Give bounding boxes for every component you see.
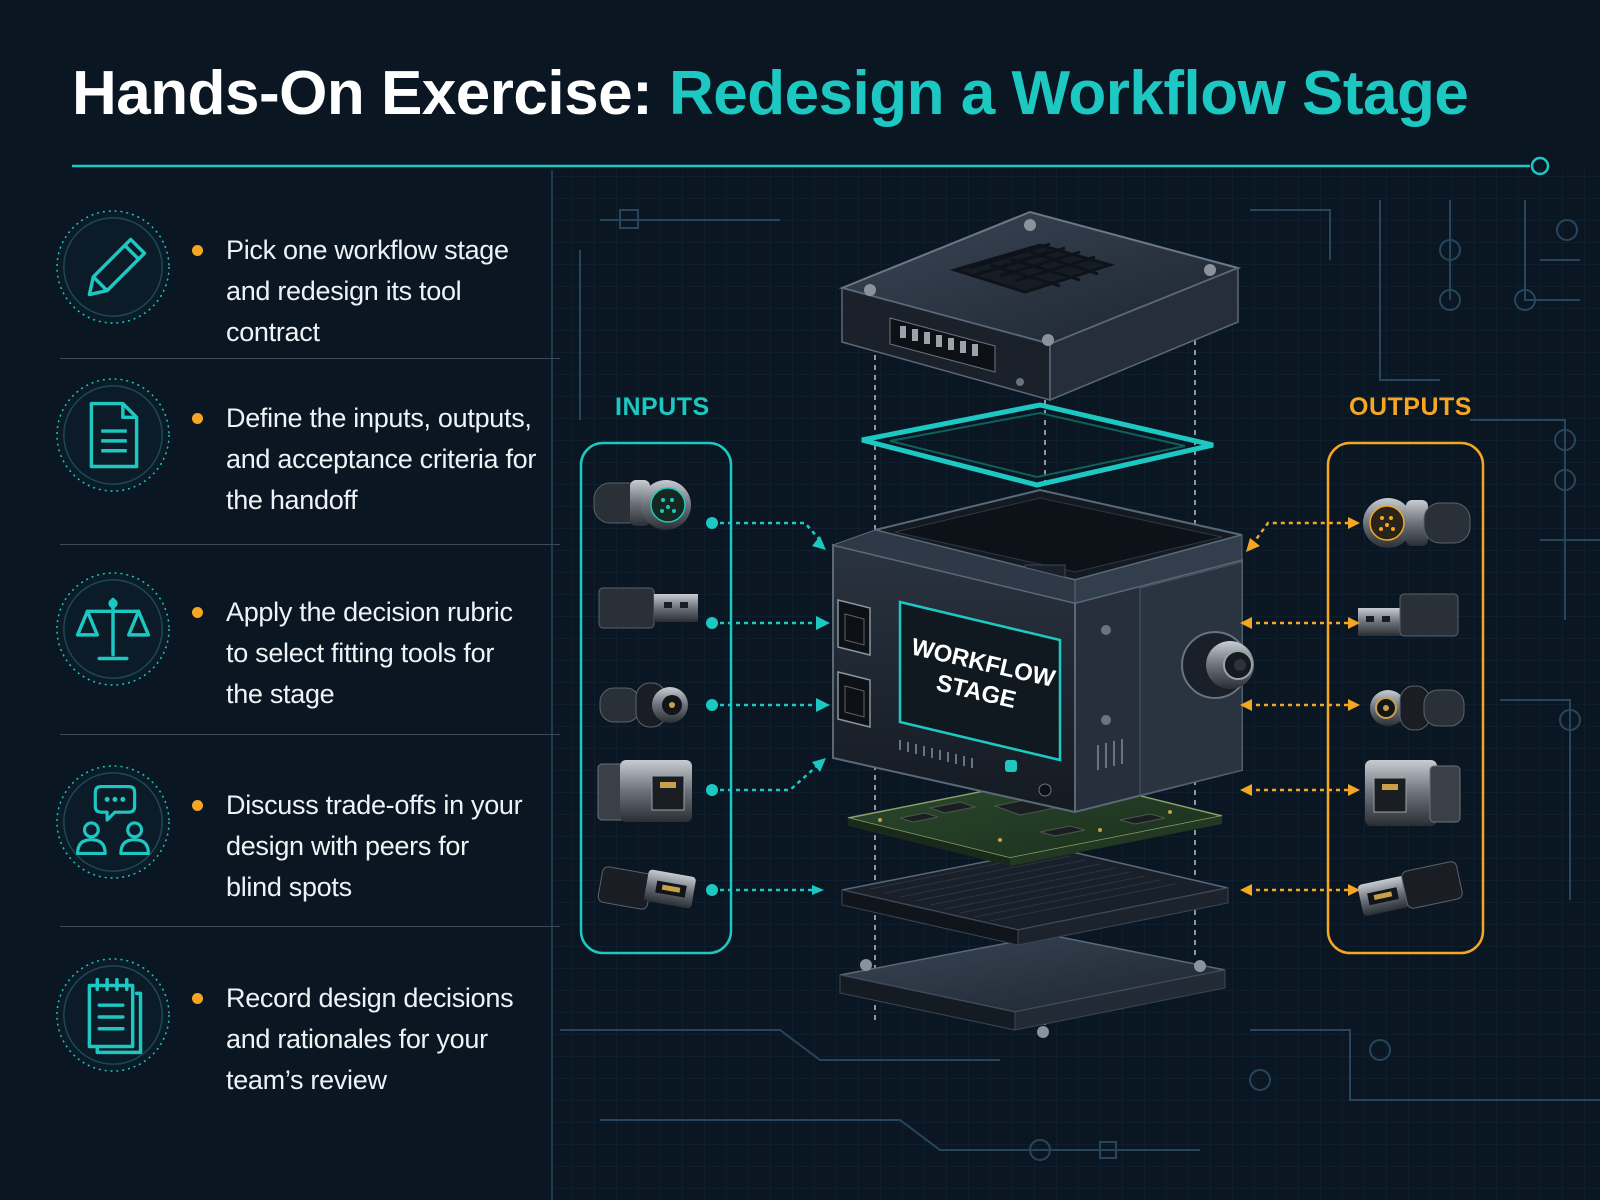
title-accent: Redesign a Workflow Stage (668, 59, 1469, 128)
task-item: Discuss trade-offs in your design with p… (40, 763, 540, 953)
document-icon (56, 378, 170, 492)
ethernet-connector-icon (1365, 760, 1461, 826)
notepad-icon (56, 958, 170, 1072)
barrel-connector-icon (599, 682, 688, 728)
bullet (192, 413, 203, 424)
bullet (192, 607, 203, 618)
stage-label-panel (898, 600, 1062, 762)
input-connectors (593, 480, 698, 910)
gasket-ring (861, 402, 1214, 488)
outputs-label: OUTPUTS (1349, 393, 1472, 421)
discussion-icon (56, 765, 170, 879)
task-text: Discuss trade-offs in your design with p… (226, 790, 523, 902)
ethernet-connector-icon (597, 760, 692, 822)
divider (60, 358, 560, 359)
top-lid (838, 210, 1242, 402)
task-item: Apply the decision rubric to select fitt… (40, 570, 540, 760)
hdmi-connector-icon (1357, 861, 1463, 916)
scales-icon (56, 572, 170, 686)
pencil-icon (56, 210, 170, 324)
output-arrows (1248, 521, 1350, 892)
divider (60, 544, 560, 545)
output-connectors (1357, 498, 1471, 916)
bullet (192, 245, 203, 256)
page-title: Hands-On Exercise: Redesign a Workflow S… (72, 58, 1469, 129)
divider (60, 734, 560, 735)
bullet (192, 800, 203, 811)
hdmi-connector-icon (597, 866, 696, 910)
inputs-frame (579, 441, 733, 955)
barrel-connector-icon (1370, 685, 1465, 731)
circular-connector-icon (1363, 498, 1471, 548)
circular-connector-icon (593, 480, 691, 530)
base-plate (839, 934, 1226, 1038)
usb-connector-icon (1358, 593, 1459, 637)
task-item: Define the inputs, outputs, and acceptan… (40, 376, 540, 566)
task-text: Pick one workflow stage and redesign its… (226, 235, 509, 347)
task-item: Record design decisions and rationales f… (40, 956, 540, 1146)
usb-connector-icon (598, 587, 698, 629)
input-ports (837, 599, 871, 728)
outputs-frame (1326, 441, 1485, 955)
task-item: Pick one workflow stage and redesign its… (40, 208, 540, 398)
bullet (192, 993, 203, 1004)
task-text: Record design decisions and rationales f… (226, 983, 514, 1095)
divider (60, 926, 560, 927)
task-text: Define the inputs, outputs, and acceptan… (226, 403, 537, 515)
title-prefix: Hands-On Exercise: (72, 59, 653, 128)
task-text: Apply the decision rubric to select fitt… (226, 597, 513, 709)
stage-enclosure: WORKFLOW STAGE (831, 488, 1254, 814)
inputs-label: INPUTS (615, 393, 710, 421)
status-led (1005, 760, 1017, 772)
input-arrows (712, 521, 821, 892)
output-port (1181, 631, 1254, 699)
heatsink-plate (841, 847, 1229, 946)
lid-vent (949, 242, 1116, 294)
